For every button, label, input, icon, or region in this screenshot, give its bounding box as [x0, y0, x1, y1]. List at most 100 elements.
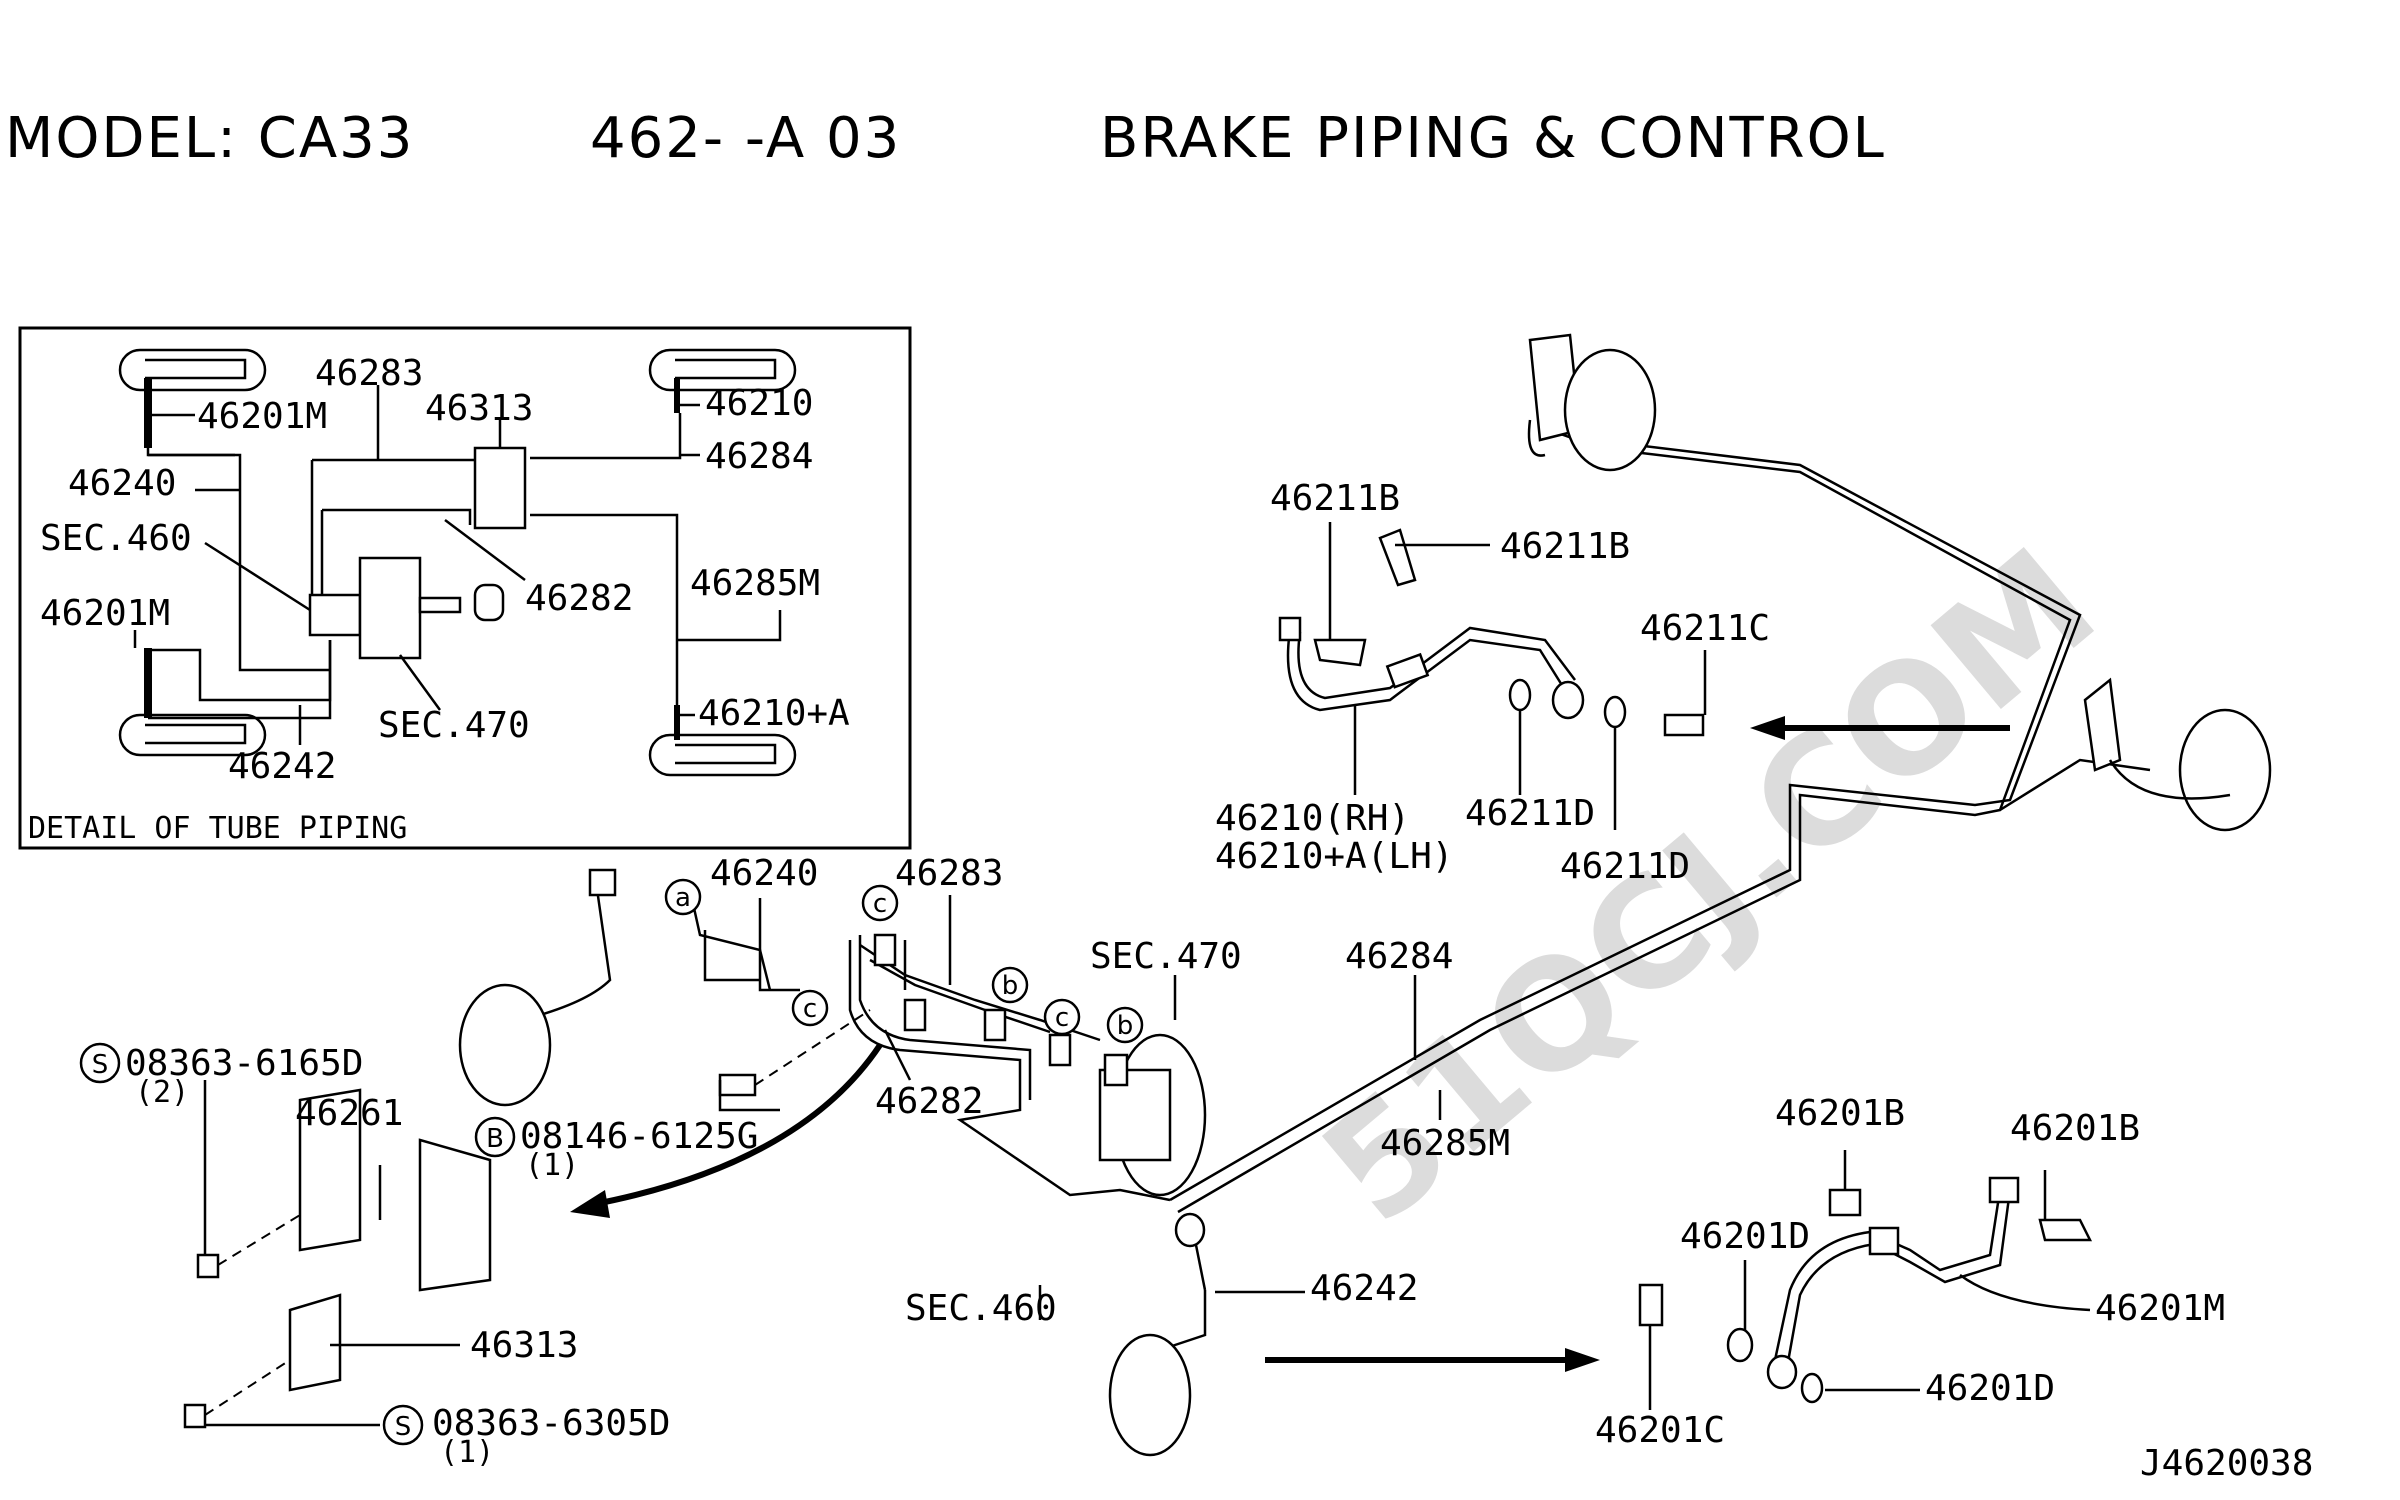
label-46285M: 46285M [1380, 1123, 1510, 1164]
inset-label-sec470: SEC.470 [378, 705, 530, 746]
inset-pushrod [418, 596, 462, 614]
marker-c-3-letter: c [1055, 1003, 1069, 1033]
pipe-46285M [1177, 430, 2072, 1214]
inset-hose-46210 [674, 378, 680, 413]
marker-a-letter: a [675, 883, 691, 913]
inset-wheel-rr [648, 733, 797, 777]
label-46283: 46283 [895, 853, 1003, 894]
label-46240: 46240 [710, 853, 818, 894]
inset-wheel-rl [118, 713, 267, 757]
bolt-46211C [1663, 713, 1705, 737]
main-labels: 46211B 46211B 46211C 46210(RH) 46210+A(L… [125, 478, 2313, 1484]
washer-46201D-b [1800, 1372, 1824, 1404]
marker-b-bolt-letter: B [486, 1124, 504, 1154]
marker-b-1-letter: b [1002, 971, 1019, 1001]
inset-master-cylinder [308, 593, 362, 637]
arrow-to-bracket [589, 1043, 883, 1208]
model-text: MODEL: CA33 [5, 106, 414, 171]
inset-label-46242: 46242 [228, 746, 336, 787]
marker-c-1 [791, 989, 829, 1027]
circle-markers: a c c b c b S B S [79, 878, 1144, 1446]
label-46210-rh: 46210(RH) [1215, 798, 1410, 839]
bolt-08363-6165D [196, 1253, 220, 1279]
label-sec470: SEC.470 [1090, 936, 1242, 977]
bolt-08363-6305D [183, 1403, 207, 1429]
page-title: MODEL: CA33 462- -A 03 BRAKE PIPING & CO… [5, 106, 1886, 171]
marker-a [664, 878, 702, 916]
main-leaders [203, 522, 2091, 1427]
master-cylinder-area [458, 868, 1207, 1457]
marker-b-2-letter: b [1117, 1011, 1134, 1041]
section-title: BRAKE PIPING & CONTROL [1100, 106, 1886, 171]
washer-46201D-a [1726, 1327, 1754, 1363]
marker-c-1-letter: c [803, 994, 817, 1024]
inset-label-46285M: 46285M [690, 563, 820, 604]
inset-label-46313: 46313 [425, 388, 533, 429]
label-46284: 46284 [1345, 936, 1453, 977]
label-46211D-a: 46211D [1465, 793, 1595, 834]
pipe-rear-right [1999, 758, 2151, 812]
inset-label-46201M-bot: 46201M [40, 593, 170, 634]
label-46261: 46261 [295, 1093, 403, 1134]
inset-wheel-fr [648, 348, 797, 392]
label-46211C: 46211C [1640, 608, 1770, 649]
inset-junction-46313 [473, 446, 527, 530]
inset-label-46201M-top: 46201M [197, 396, 327, 437]
inset-label-sec460: SEC.460 [40, 518, 192, 559]
label-08363-6305D-qty: (1) [440, 1435, 494, 1470]
inset-46282-cap [473, 583, 505, 622]
arrow-head-bracket [570, 1190, 610, 1218]
marker-b-2 [1106, 1006, 1144, 1044]
inset-label-46283: 46283 [315, 353, 423, 394]
inset-hose-46210A [674, 705, 680, 740]
marker-c-2 [861, 884, 899, 922]
inset-label-46210A: 46210+A [698, 693, 850, 734]
rear-hose-detail [1638, 1176, 2093, 1404]
marker-c-2-letter: c [873, 889, 887, 919]
label-46242: 46242 [1310, 1268, 1418, 1309]
label-46201B-b: 46201B [2010, 1108, 2140, 1149]
inset-pipes [146, 413, 682, 720]
label-46201D-a: 46201D [1680, 1216, 1810, 1257]
label-46282: 46282 [875, 1081, 983, 1122]
marker-s-1 [79, 1042, 121, 1084]
inset-hose-46201M-bot [144, 648, 152, 718]
inset-leaders [133, 385, 782, 745]
inset-label-46210: 46210 [705, 383, 813, 424]
marker-s-2 [382, 1404, 424, 1446]
inset-caption: DETAIL OF TUBE PIPING [28, 811, 407, 846]
arrow-head-rear [1565, 1348, 1600, 1372]
label-46313: 46313 [470, 1325, 578, 1366]
label-08363-6305D: 08363-6305D [432, 1403, 670, 1444]
inset-hose-46201M-top [144, 378, 152, 448]
main-brake-lines [1169, 423, 2151, 1214]
label-46211D-b: 46211D [1560, 846, 1690, 887]
marker-c-3 [1043, 998, 1081, 1036]
washer-46211D-a [1508, 678, 1532, 712]
label-08146-6125G-qty: (1) [525, 1148, 579, 1183]
marker-s-1-letter: S [92, 1050, 109, 1080]
front-left-wheel [458, 983, 552, 1107]
bolt-46201C [1638, 1283, 1664, 1327]
label-46211B-a: 46211B [1270, 478, 1400, 519]
rear-left-wheel [1108, 1333, 1192, 1457]
label-sec460: SEC.460 [905, 1288, 1057, 1329]
label-46211B-b: 46211B [1500, 526, 1630, 567]
inset-label-46284: 46284 [705, 436, 813, 477]
detail-of-tube-piping-inset: 46283 46313 46201M 46210 46284 46240 SEC… [18, 326, 912, 850]
marker-s-2-letter: S [395, 1412, 412, 1442]
inset-booster [358, 556, 422, 660]
label-46201C: 46201C [1595, 1410, 1725, 1451]
bracket-assembly [183, 1009, 871, 1429]
label-08363-6165D-qty: (2) [135, 1075, 189, 1110]
inset-label-46282: 46282 [525, 578, 633, 619]
washer-46211D-b [1603, 695, 1627, 729]
label-46201D-b: 46201D [1925, 1368, 2055, 1409]
label-08146-6125G: 08146-6125G [520, 1116, 758, 1157]
label-46201M: 46201M [2095, 1288, 2225, 1329]
label-08363-6165D: 08363-6165D [125, 1043, 363, 1084]
inset-label-46240: 46240 [68, 463, 176, 504]
label-46201B-a: 46201B [1775, 1093, 1905, 1134]
front-right-wheel-assembly [1527, 333, 1657, 472]
